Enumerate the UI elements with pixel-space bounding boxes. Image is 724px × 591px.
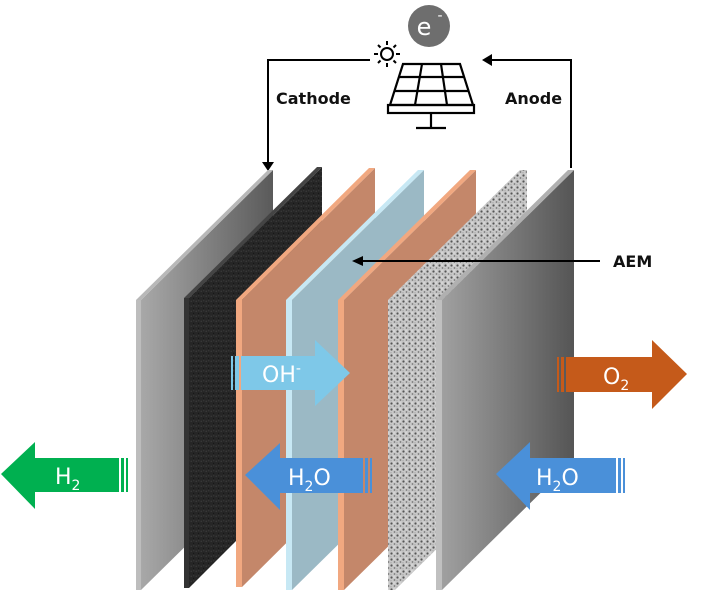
h2o-outer-label: H2O (536, 466, 579, 495)
electron-label: e (417, 13, 432, 41)
cathode-wire (267, 59, 370, 163)
anode-wire (492, 59, 572, 168)
anode-wire-arrowhead (482, 54, 492, 66)
electron-charge: - (437, 8, 442, 24)
solar-panel-icon (386, 62, 476, 130)
oh-arrow-label: OH- (262, 361, 301, 388)
h2o-inner-label: H2O (288, 466, 331, 495)
o2-label: O2 (603, 365, 629, 394)
h2-arrow: H2 (1, 442, 128, 509)
aem-label: AEM (613, 252, 652, 271)
h2o-arrow-outer: H2O (496, 442, 625, 510)
cathode-label: Cathode (276, 89, 351, 108)
anode-label: Anode (505, 89, 562, 108)
o2-arrow: O2 (557, 340, 687, 409)
circuit-wires (262, 54, 572, 171)
h2o-arrow-inner: H2O (245, 443, 372, 510)
aem-pointer (352, 256, 600, 266)
electron-circle-icon: e - (408, 5, 450, 47)
cathode-wire-arrowhead (262, 162, 274, 171)
h2-label: H2 (55, 465, 80, 494)
sun-icon (374, 41, 400, 67)
oh-arrow: OH- (231, 340, 350, 406)
